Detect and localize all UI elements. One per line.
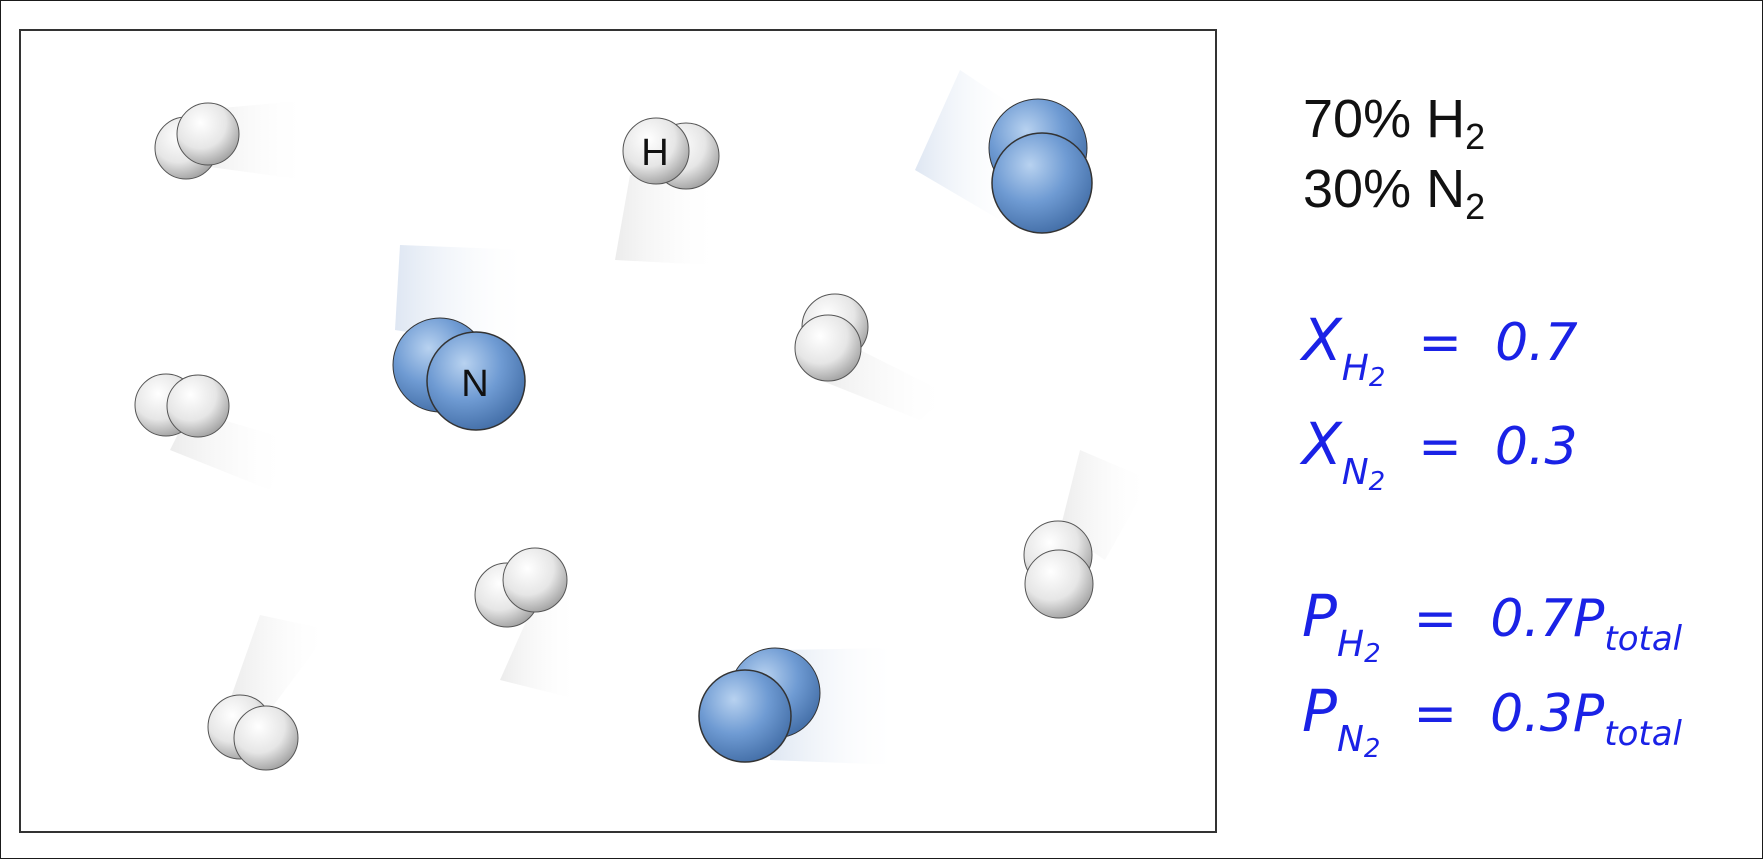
h2-symbol: H <box>1426 89 1466 149</box>
h2-molecule <box>134 373 290 490</box>
h2-molecule <box>154 100 310 180</box>
h2-subscript: 2 <box>1465 116 1486 157</box>
mole-fraction-n2-equation: XN2 = 0.3 <box>1302 410 1578 497</box>
n2-molecule-labelled: N <box>392 245 530 431</box>
n2-subscript: 2 <box>1465 186 1486 227</box>
h2-molecule-labelled: H <box>615 117 720 265</box>
h2-molecule <box>207 615 330 771</box>
gas-composition: 70% H2 30% N2 <box>1303 84 1486 227</box>
h2-molecule <box>474 547 580 700</box>
nitrogen-atom-label: N <box>461 363 488 405</box>
composition-n2: 30% N2 <box>1303 154 1486 227</box>
h2-percent: 70% <box>1303 89 1412 149</box>
hydrogen-atom-label: H <box>641 132 668 174</box>
n2-molecule <box>915 70 1093 234</box>
partial-pressure-n2-equation: PN2 = 0.3Ptotal <box>1302 677 1682 764</box>
n2-molecule <box>698 647 900 765</box>
h2-molecule <box>1023 450 1150 619</box>
composition-h2: 70% H2 <box>1303 84 1486 157</box>
partial-pressure-h2-equation: PH2 = 0.7Ptotal <box>1302 582 1683 669</box>
h2-molecule <box>794 293 950 420</box>
n2-percent: 30% <box>1303 159 1412 219</box>
mole-fraction-h2-equation: XH2 = 0.7 <box>1302 306 1578 393</box>
n2-symbol: N <box>1426 159 1466 219</box>
